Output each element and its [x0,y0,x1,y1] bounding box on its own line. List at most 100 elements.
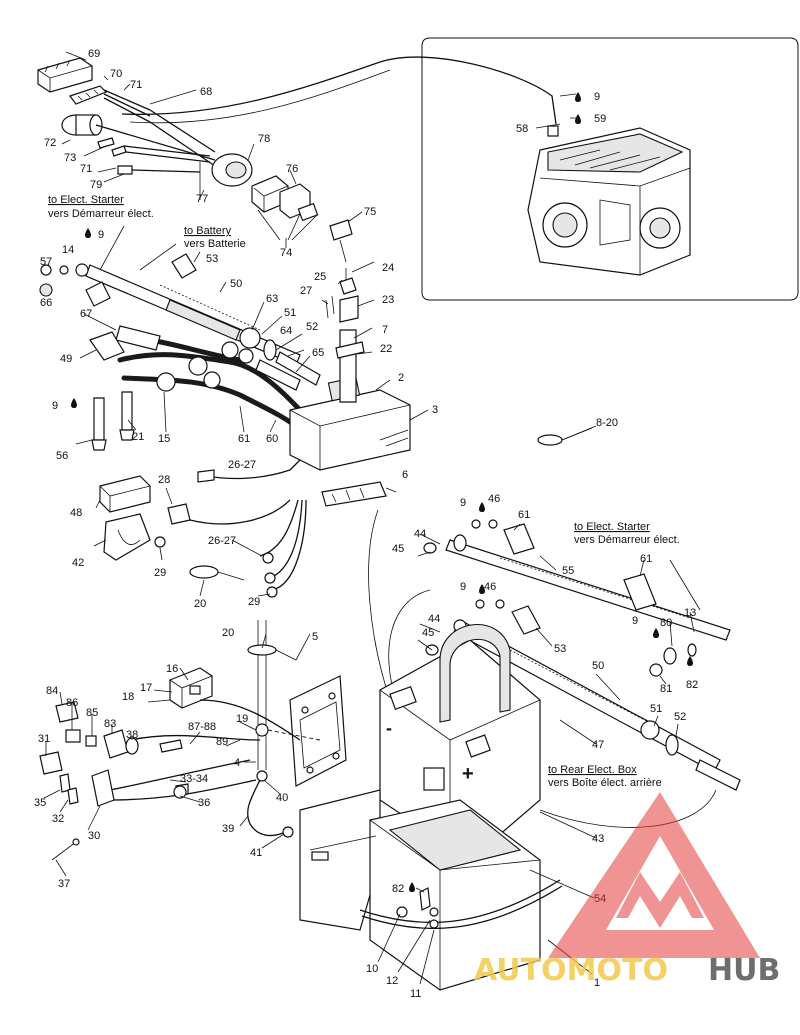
callout-17: 17 [140,682,152,694]
destination-notes: to Elect. Starter vers Démarreur élect. … [48,194,680,789]
callout-26-27-a: 26-27 [228,459,256,471]
callout-21: 21 [132,431,144,443]
callout-39: 39 [222,823,234,835]
callout-8-20: 8-20 [596,417,618,429]
leader-lines [43,51,695,985]
callout-44-a: 44 [414,528,426,540]
callout-29-a: 29 [154,567,166,579]
relay-16-17 [169,667,213,709]
callout-46-b: 46 [484,581,496,593]
callout-11: 11 [410,988,421,1000]
connector-76 [251,175,319,241]
callout-35: 35 [34,797,46,809]
callout-9-r3: 9 [632,615,638,627]
engine-ground-wire-2 [129,69,391,124]
harness-trunk [95,109,216,167]
callout-75: 75 [364,206,376,218]
callout-5: 5 [312,631,318,643]
callout-46-a: 46 [488,493,500,505]
ground-wire-39 [247,723,321,838]
callout-63: 63 [266,293,278,305]
callout-28: 28 [158,474,170,486]
callout-67: 67 [80,308,92,320]
callout-73: 73 [64,152,76,164]
callout-52-r: 52 [674,711,686,723]
callout-22: 22 [380,343,392,355]
battery-negative-mark: - [386,718,392,738]
starter-boot-right [623,573,697,677]
watermark-m [616,872,704,928]
callout-23: 23 [382,294,394,306]
connector-69 [37,57,93,93]
callout-26-27-b: 26-27 [208,535,236,547]
callout-58: 58 [516,123,528,135]
callout-51-r: 51 [650,703,662,715]
callout-6: 6 [402,469,408,481]
note-starter-top-fr: vers Démarreur élect. [48,208,154,220]
callout-53-top: 53 [206,253,218,265]
callout-47: 47 [592,739,604,751]
callout-20-a: 20 [194,598,206,610]
callout-80: 80 [660,617,672,629]
callout-32: 32 [52,813,64,825]
callout-42: 42 [72,557,84,569]
callout-87-88: 87-88 [188,721,216,733]
callout-31: 31 [38,733,50,745]
routing-line-starter-top [99,225,125,271]
callout-76: 76 [286,163,298,175]
note-starter-top-en: to Elect. Starter [48,194,124,206]
terminal-79 [117,165,201,175]
callout-55: 55 [562,565,574,577]
callout-81: 81 [660,683,672,695]
callout-79: 79 [90,179,102,191]
note-rear-box-fr: vers Boîte élect. arrière [548,777,662,789]
watermark-triangle [548,792,760,958]
routing-line-battery [139,243,177,271]
negative-cable-50 [425,599,741,791]
routing-line-starter [669,559,701,611]
callout-71: 71 [130,79,142,91]
callout-72: 72 [44,137,56,149]
callout-64: 64 [280,325,292,337]
ignition-coil-cables [89,325,303,451]
callout-38: 38 [126,729,138,741]
starter-cable-assembly [39,253,321,386]
callout-85: 85 [86,707,98,719]
callout-33-34: 33-34 [180,773,208,785]
callout-30: 30 [88,830,100,842]
callout-4: 4 [234,757,240,769]
battery-tray [299,789,541,991]
callout-61-mid: 61 [238,433,250,445]
engine-ground-wire [121,56,557,125]
callout-12: 12 [386,975,398,987]
callout-74: 74 [280,247,292,259]
note-starter-right-en: to Elect. Starter [574,521,650,533]
callout-7: 7 [382,324,388,336]
callout-59: 59 [594,113,606,125]
callout-36: 36 [198,797,210,809]
callout-40: 40 [276,792,288,804]
callout-37: 37 [58,878,70,890]
callout-86: 86 [66,697,78,709]
callout-43: 43 [592,833,604,845]
callout-56: 56 [56,450,68,462]
callout-84: 84 [46,685,58,697]
callout-44-b: 44 [428,613,440,625]
note-rear-box-en: to Rear Elect. Box [548,764,637,776]
callout-68: 68 [200,86,212,98]
callout-14: 14 [62,244,74,256]
callout-49: 49 [60,353,72,365]
callout-1: 1 [594,977,600,989]
callout-25: 25 [314,271,326,283]
callout-70: 70 [110,68,122,80]
positive-cable-55 [423,519,731,641]
callout-69: 69 [88,48,100,60]
callout-50-r: 50 [592,660,604,672]
note-battery-en: to Battery [184,225,232,237]
battery-positive-mark: + [462,763,474,785]
callout-83: 83 [104,718,116,730]
clip-8-20 [537,425,597,446]
note-battery-fr: vers Batterie [184,238,246,250]
callout-9-left: 9 [98,229,104,241]
